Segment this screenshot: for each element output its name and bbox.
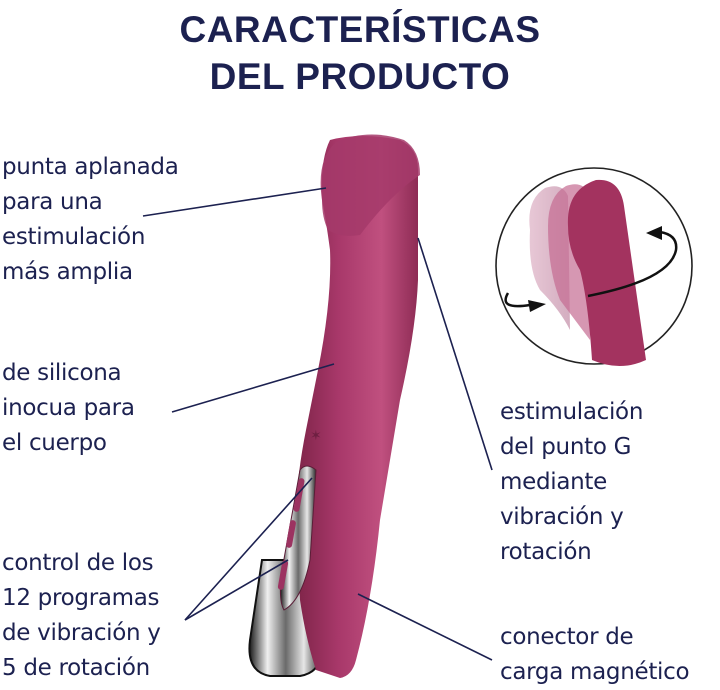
callout-tip: punta aplanada para una estimulación más… xyxy=(2,154,179,285)
callout-silicone: de silicona inocua para el cuerpo xyxy=(2,360,135,456)
page-title-line1: CARACTERÍSTICAS xyxy=(179,9,541,50)
product-body: ✶ xyxy=(248,134,420,678)
rotation-arrows-icon xyxy=(504,226,678,312)
rotation-inset xyxy=(495,167,693,366)
leader-lines xyxy=(142,187,493,661)
brand-logo-icon: ✶ xyxy=(310,428,322,444)
callout-controls: control de los 12 programas de vibración… xyxy=(2,550,161,681)
page-title-line2: DEL PRODUCTO xyxy=(209,56,511,97)
callout-gspot: estimulación del punto G mediante vibrac… xyxy=(500,399,644,565)
callout-charger: conector de carga magnético xyxy=(500,624,690,685)
